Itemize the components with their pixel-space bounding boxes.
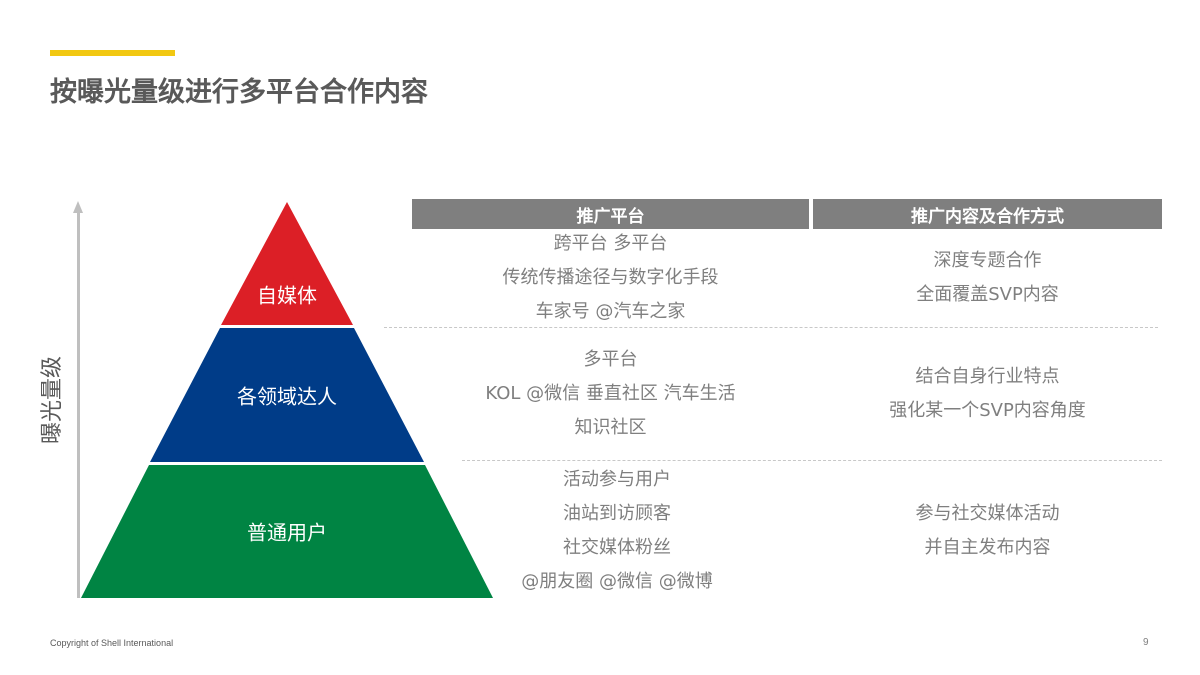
exposure-axis-line	[77, 210, 80, 598]
platform-line: @朋友圈 @微信 @微博	[521, 571, 713, 592]
page-title: 按曝光量级进行多平台合作内容	[50, 77, 428, 108]
arrow-up-icon	[73, 201, 83, 213]
row1-content: 深度专题合作 全面覆盖SVP内容	[813, 229, 1162, 327]
platform-line: 车家号 @汽车之家	[535, 301, 686, 322]
pyramid-label-self-media: 自媒体	[257, 283, 317, 308]
title-accent-bar	[50, 50, 175, 56]
platform-line: 油站到访顾客	[563, 503, 671, 524]
platform-line: 多平台	[583, 349, 638, 370]
row-divider	[462, 460, 1162, 461]
platform-line: 活动参与用户	[563, 469, 671, 490]
pyramid-label-users: 普通用户	[247, 520, 327, 545]
copyright-text: Copyright of Shell International	[50, 638, 174, 648]
content-line: 并自主发布内容	[924, 537, 1051, 558]
content-line: 结合自身行业特点	[915, 366, 1060, 387]
content-line: 全面覆盖SVP内容	[916, 284, 1059, 305]
column-header-content: 推广内容及合作方式	[813, 199, 1162, 229]
platform-line: 知识社区	[574, 417, 647, 438]
row1-platform: 跨平台 多平台 传统传播途径与数字化手段 车家号 @汽车之家	[412, 229, 809, 327]
content-line: 强化某一个SVP内容角度	[889, 400, 1086, 421]
content-line: 深度专题合作	[933, 250, 1042, 271]
pyramid-tier-top	[221, 202, 353, 325]
row-divider	[384, 327, 1158, 328]
pyramid-label-experts: 各领域达人	[237, 384, 337, 409]
row2-content: 结合自身行业特点 强化某一个SVP内容角度	[813, 328, 1162, 460]
platform-line: 跨平台 多平台	[553, 233, 668, 254]
platform-line: KOL @微信 垂直社区 汽车生活	[485, 383, 736, 404]
row3-platform: 活动参与用户 油站到访顾客 社交媒体粉丝 @朋友圈 @微信 @微博	[412, 462, 822, 600]
content-line: 参与社交媒体活动	[915, 503, 1060, 524]
page-number: 9	[1143, 637, 1149, 648]
column-header-platform: 推广平台	[412, 199, 809, 229]
row2-platform: 多平台 KOL @微信 垂直社区 汽车生活 知识社区	[412, 328, 809, 460]
platform-line: 社交媒体粉丝	[563, 537, 671, 558]
pyramid-tier-bottom	[81, 465, 493, 598]
row3-content: 参与社交媒体活动 并自主发布内容	[813, 462, 1162, 600]
platform-line: 传统传播途径与数字化手段	[502, 267, 719, 288]
pyramid-tier-middle	[150, 328, 424, 462]
